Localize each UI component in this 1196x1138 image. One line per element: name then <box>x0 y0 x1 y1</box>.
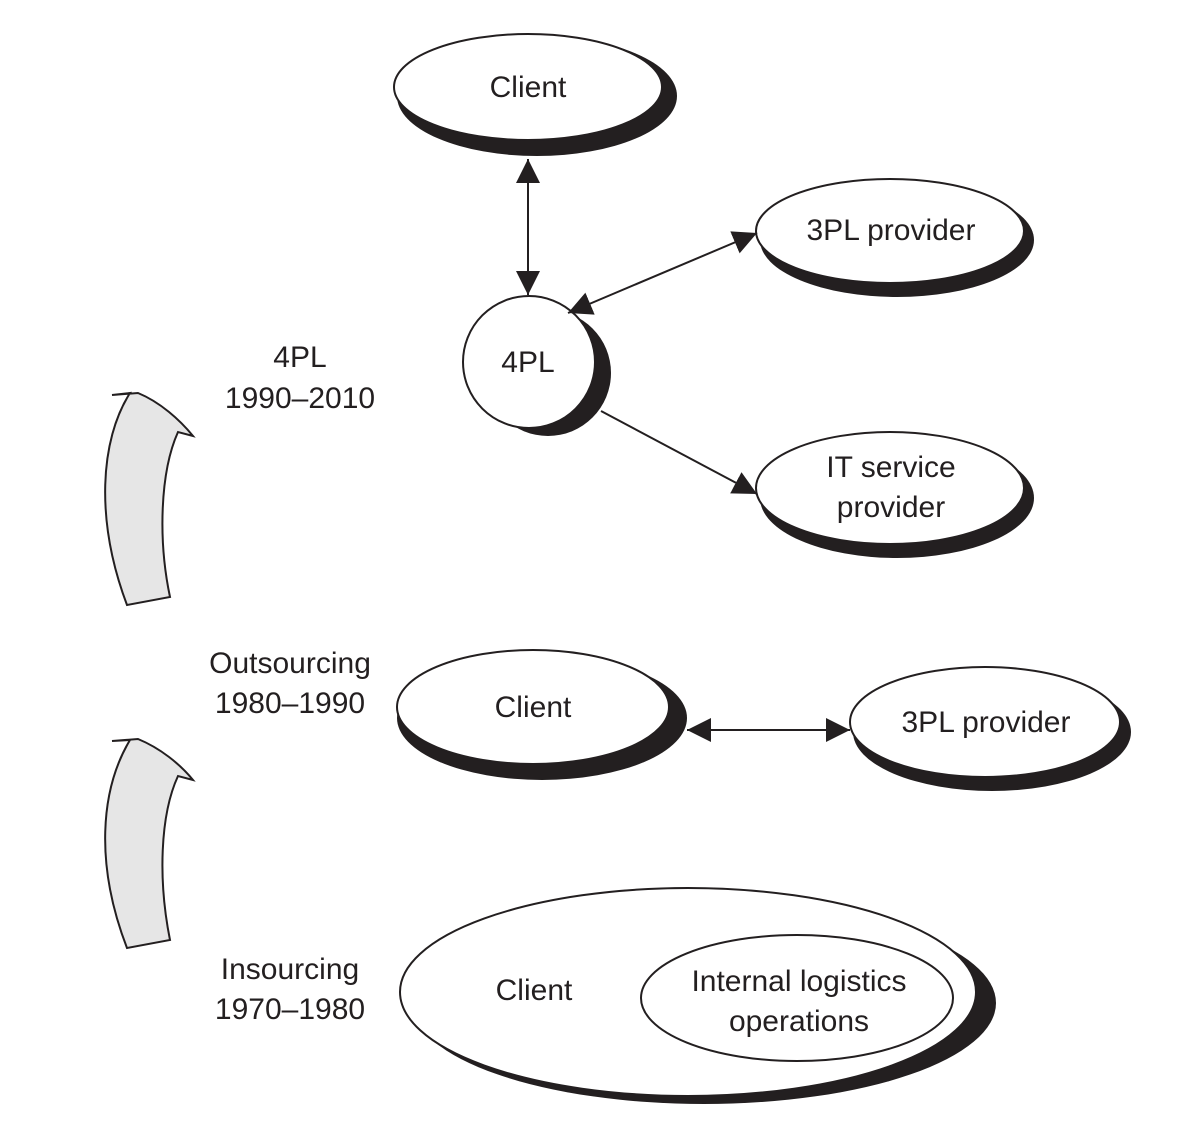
node-label-line1: Internal logistics <box>691 965 906 998</box>
node-shape <box>393 33 663 141</box>
era-name-outsourcing: Outsourcing <box>209 647 371 680</box>
era-years-insourcing: 1970–1980 <box>215 993 365 1026</box>
node-label-line2: provider <box>837 491 945 524</box>
link-4pl-3pl-provider <box>567 231 758 315</box>
node-label: 3PL provider <box>807 214 976 247</box>
node-label: 3PL provider <box>902 706 1071 739</box>
node-label-line2: operations <box>729 1005 869 1038</box>
node-4pl-hub: 4PL <box>462 295 611 436</box>
node-outsourcing-3pl-provider: 3PL provider <box>849 666 1131 791</box>
node-shape <box>396 649 670 765</box>
era-label-outsourcing: Outsourcing 1980–1990 <box>209 647 371 720</box>
era-name-4pl: 4PL <box>273 341 326 374</box>
node-shape <box>462 295 596 429</box>
upper-evolution-arrow <box>104 391 196 607</box>
era-name-insourcing: Insourcing <box>221 953 359 986</box>
era-label-insourcing: Insourcing 1970–1980 <box>215 953 365 1026</box>
node-4pl-client: Client <box>393 33 677 156</box>
node-shape <box>755 178 1025 284</box>
node-label: Client <box>496 974 573 1007</box>
node-shape <box>640 934 954 1062</box>
lower-evolution-arrow <box>104 737 196 950</box>
era-label-4pl: 4PL 1990–2010 <box>225 341 375 415</box>
node-shape <box>755 431 1025 545</box>
node-label-line1: IT service <box>826 451 955 484</box>
node-internal-logistics-operations: Internal logistics operations <box>640 934 954 1062</box>
era-years-outsourcing: 1980–1990 <box>215 687 365 720</box>
node-4pl-3pl-provider: 3PL provider <box>755 178 1034 297</box>
node-label: Client <box>490 71 567 104</box>
node-label: 4PL <box>501 346 554 379</box>
node-it-service-provider: IT service provider <box>755 431 1034 558</box>
link-4pl-it-service-provider <box>600 410 758 495</box>
era-years-4pl: 1990–2010 <box>225 382 375 415</box>
node-label: Client <box>495 691 572 724</box>
node-outsourcing-client: Client <box>396 649 687 780</box>
node-shape <box>849 666 1121 778</box>
